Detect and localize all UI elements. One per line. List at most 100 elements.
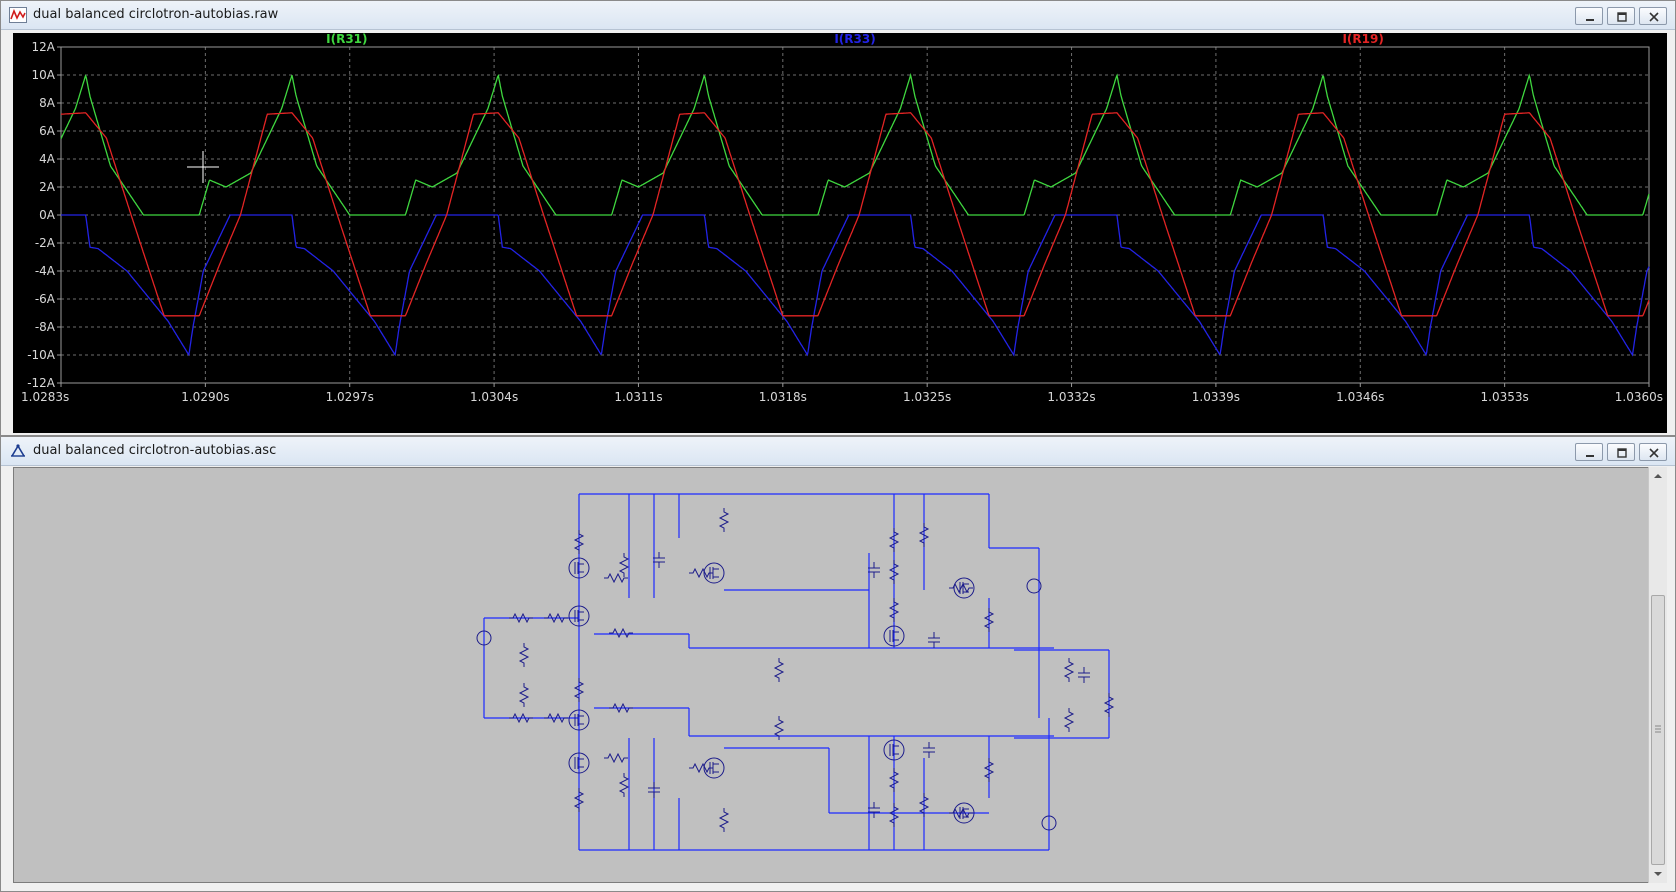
y-tick-label: -2A <box>35 236 56 250</box>
capacitor-symbol <box>923 742 935 758</box>
schematic-titlebar[interactable]: dual balanced circlotron-autobias.asc <box>1 437 1675 466</box>
crosshair-cursor-icon <box>187 151 219 183</box>
schematic-close-button[interactable] <box>1639 443 1667 461</box>
mosfet-symbol <box>568 557 590 579</box>
y-tick-label: -8A <box>35 320 56 334</box>
x-tick-label: 1.0353s <box>1481 390 1529 404</box>
waveform-viewer-icon <box>9 7 27 23</box>
resistor-symbol <box>888 528 900 552</box>
mosfet-gate <box>709 567 719 579</box>
resistor-symbol <box>949 807 973 819</box>
waveform-minimize-button[interactable] <box>1575 7 1603 25</box>
x-tick-label: 1.0360s <box>1615 390 1663 404</box>
resistor-symbol <box>518 683 530 707</box>
resistor-symbol <box>509 712 533 724</box>
x-tick-label: 1.0318s <box>759 390 807 404</box>
resistor-symbol <box>1103 693 1115 717</box>
resistor-symbol <box>604 572 628 584</box>
resistor-symbol <box>573 678 585 702</box>
x-tick-label: 1.0346s <box>1336 390 1384 404</box>
minimize-icon <box>1586 19 1594 21</box>
waveform-window-title: dual balanced circlotron-autobias.raw <box>33 7 279 22</box>
resistor-symbol <box>544 712 568 724</box>
mosfet-symbol <box>883 739 905 761</box>
resistor-symbol <box>918 523 930 547</box>
schematic-canvas[interactable] <box>13 467 1649 883</box>
capacitor-symbol <box>868 562 880 578</box>
capacitor-symbol <box>653 552 665 568</box>
maximize-icon <box>1617 448 1627 458</box>
resistor-symbol <box>949 582 973 594</box>
mosfet-gate <box>959 582 969 594</box>
y-tick-label: 10A <box>32 68 56 82</box>
close-icon <box>1649 448 1659 458</box>
voltage-source-symbol <box>1026 578 1042 594</box>
waveform-close-button[interactable] <box>1639 7 1667 25</box>
schematic-wires <box>483 493 1110 851</box>
schematic-editor-icon <box>11 444 25 457</box>
series-line-i-r33- <box>61 214 1650 357</box>
capacitor-symbol <box>648 782 660 798</box>
resistor-symbol <box>1063 658 1075 682</box>
schematic-maximize-button[interactable] <box>1607 443 1635 461</box>
scroll-down-button[interactable] <box>1649 865 1667 883</box>
resistor-symbol <box>983 758 995 782</box>
mosfet-symbol <box>703 757 725 779</box>
x-tick-label: 1.0311s <box>614 390 662 404</box>
mosfet-symbol <box>953 802 975 824</box>
capacitor-symbol <box>1078 667 1090 683</box>
schematic-minimize-button[interactable] <box>1575 443 1603 461</box>
mosfet-symbol <box>568 752 590 774</box>
resistor-symbol <box>604 752 628 764</box>
resistor-symbol <box>1063 708 1075 732</box>
mosfet-gate <box>574 610 584 622</box>
y-tick-label: -6A <box>35 292 56 306</box>
capacitor-symbol <box>928 632 940 648</box>
mosfet-gate <box>889 630 899 642</box>
schematic-window-title: dual balanced circlotron-autobias.asc <box>33 443 277 458</box>
legend-label: I(R31) <box>326 33 367 46</box>
circuit-schematic[interactable] <box>14 468 1648 882</box>
schematic-components <box>476 508 1115 832</box>
series-line-i-r31- <box>60 72 1650 216</box>
chevron-down-icon <box>1654 872 1662 876</box>
resistor-symbol <box>573 788 585 812</box>
resistor-symbol <box>718 508 730 532</box>
resistor-symbol <box>888 768 900 792</box>
waveform-chart-svg[interactable]: 12A10A8A6A4A2A0A-2A-4A-6A-8A-10A-12A1.02… <box>13 33 1667 433</box>
resistor-symbol <box>544 612 568 624</box>
mosfet-gate <box>574 757 584 769</box>
mosfet-symbol <box>703 562 725 584</box>
x-tick-label: 1.0304s <box>470 390 518 404</box>
capacitor-symbol <box>868 802 880 818</box>
resistor-symbol <box>918 793 930 817</box>
resistor-symbol <box>888 803 900 827</box>
resistor-symbol <box>888 560 900 584</box>
y-tick-label: 6A <box>39 124 56 138</box>
resistor-symbol <box>689 762 713 774</box>
mosfet-gate <box>574 562 584 574</box>
waveform-maximize-button[interactable] <box>1607 7 1635 25</box>
resistor-symbol <box>888 598 900 622</box>
waveform-window: dual balanced circlotron-autobias.raw 12… <box>0 0 1676 436</box>
x-tick-label: 1.0339s <box>1192 390 1240 404</box>
mosfet-symbol <box>883 625 905 647</box>
mosfet-symbol <box>953 577 975 599</box>
x-tick-label: 1.0297s <box>326 390 374 404</box>
mosfet-symbol <box>568 709 590 731</box>
resistor-symbol <box>509 612 533 624</box>
schematic-vertical-scrollbar[interactable] <box>1648 467 1667 883</box>
resistor-symbol <box>983 608 995 632</box>
y-tick-label: 2A <box>39 180 56 194</box>
legend-label: I(R19) <box>1342 33 1383 46</box>
legend-label: I(R33) <box>834 33 875 46</box>
waveform-titlebar[interactable]: dual balanced circlotron-autobias.raw <box>1 1 1675 30</box>
scrollbar-thumb[interactable] <box>1651 595 1665 865</box>
resistor-symbol <box>609 627 633 639</box>
voltage-source-symbol <box>1041 815 1057 831</box>
resistor-symbol <box>773 716 785 740</box>
scroll-up-button[interactable] <box>1649 467 1667 485</box>
mosfet-gate <box>959 807 969 819</box>
y-tick-label: 0A <box>39 208 56 222</box>
